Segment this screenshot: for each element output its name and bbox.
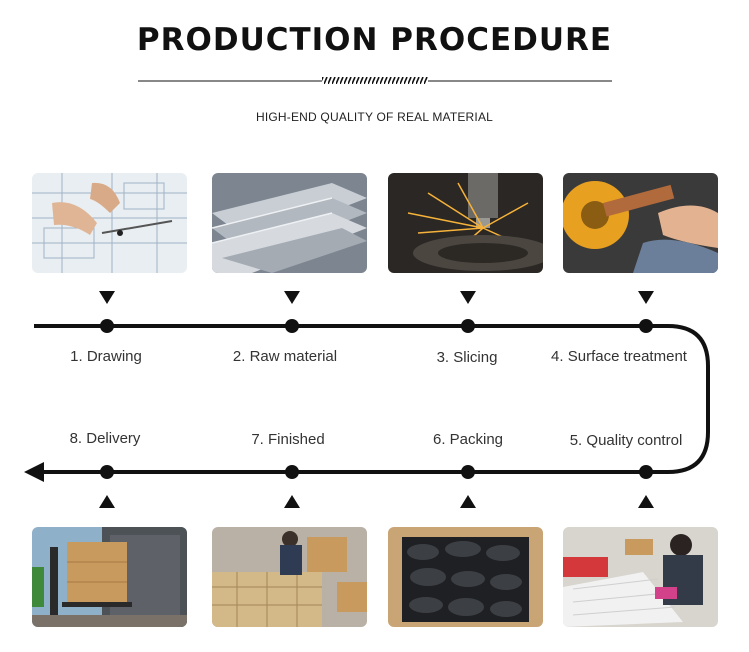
up-arrow-8 (99, 495, 115, 508)
up-arrow-6 (460, 495, 476, 508)
flow-line (34, 324, 710, 474)
step-label-surface-treatment: 4. Surface treatment (551, 348, 687, 365)
inspection-photo (563, 527, 718, 627)
node-2 (285, 319, 299, 333)
node-3 (461, 319, 475, 333)
node-4 (639, 319, 653, 333)
node-5 (639, 465, 653, 479)
up-arrow-5 (638, 495, 654, 508)
header-divider-hatch (322, 77, 428, 84)
laser-cutting-photo (388, 173, 543, 273)
down-arrow-1 (99, 291, 115, 304)
boxed-products-photo (212, 527, 367, 627)
node-7 (285, 465, 299, 479)
page-title: PRODUCTION PROCEDURE (136, 22, 613, 58)
node-1 (100, 319, 114, 333)
down-arrow-3 (460, 291, 476, 304)
metal-sheets-photo (212, 173, 367, 273)
step-label-quality-control: 5. Quality control (569, 432, 683, 449)
step-label-raw-material: 2. Raw material (232, 348, 338, 365)
step-label-packing: 6. Packing (432, 431, 504, 448)
polishing-photo (563, 173, 718, 273)
step-label-delivery: 8. Delivery (69, 430, 141, 447)
node-8 (100, 465, 114, 479)
down-arrow-4 (638, 291, 654, 304)
node-6 (461, 465, 475, 479)
container-loading-photo (32, 527, 187, 627)
page-subtitle: HIGH-END QUALITY OF REAL MATERIAL (255, 110, 494, 124)
step-label-drawing: 1. Drawing (70, 348, 142, 365)
flow-arrowhead (24, 462, 44, 482)
up-arrow-7 (284, 495, 300, 508)
step-label-slicing: 3. Slicing (436, 349, 498, 366)
down-arrow-2 (284, 291, 300, 304)
technical-drawing-photo (32, 173, 187, 273)
step-label-finished: 7. Finished (251, 431, 325, 448)
packed-goods-photo (388, 527, 543, 627)
